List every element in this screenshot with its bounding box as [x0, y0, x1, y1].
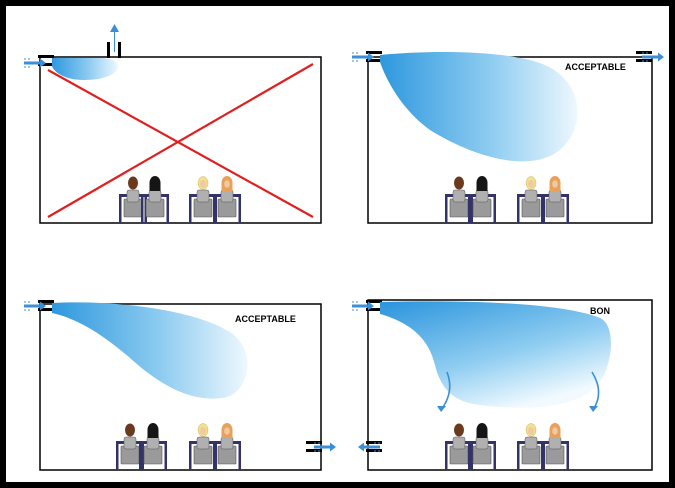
room-outline	[39, 56, 322, 224]
panel-bottom-right: BON	[351, 299, 653, 471]
panel-bottom-left: ACCEPTABLE	[23, 300, 337, 471]
room-outline	[367, 299, 653, 471]
reject-cross-line	[47, 69, 314, 218]
air-jet	[52, 302, 248, 399]
panel-label: ACCEPTABLE	[235, 314, 296, 324]
exhaust-duct	[107, 42, 110, 58]
air-jet	[380, 301, 611, 408]
reject-cross-line	[47, 63, 314, 218]
air-jet	[380, 52, 578, 162]
air-jet	[52, 58, 118, 80]
panel-top-right: ACCEPTABLE	[351, 51, 665, 224]
panel-label: ACCEPTABLE	[565, 62, 626, 72]
exhaust-arrow-icon	[110, 24, 119, 52]
room-outline	[39, 303, 322, 471]
panel-label: BON	[590, 306, 610, 316]
panel-top-left	[23, 24, 322, 224]
